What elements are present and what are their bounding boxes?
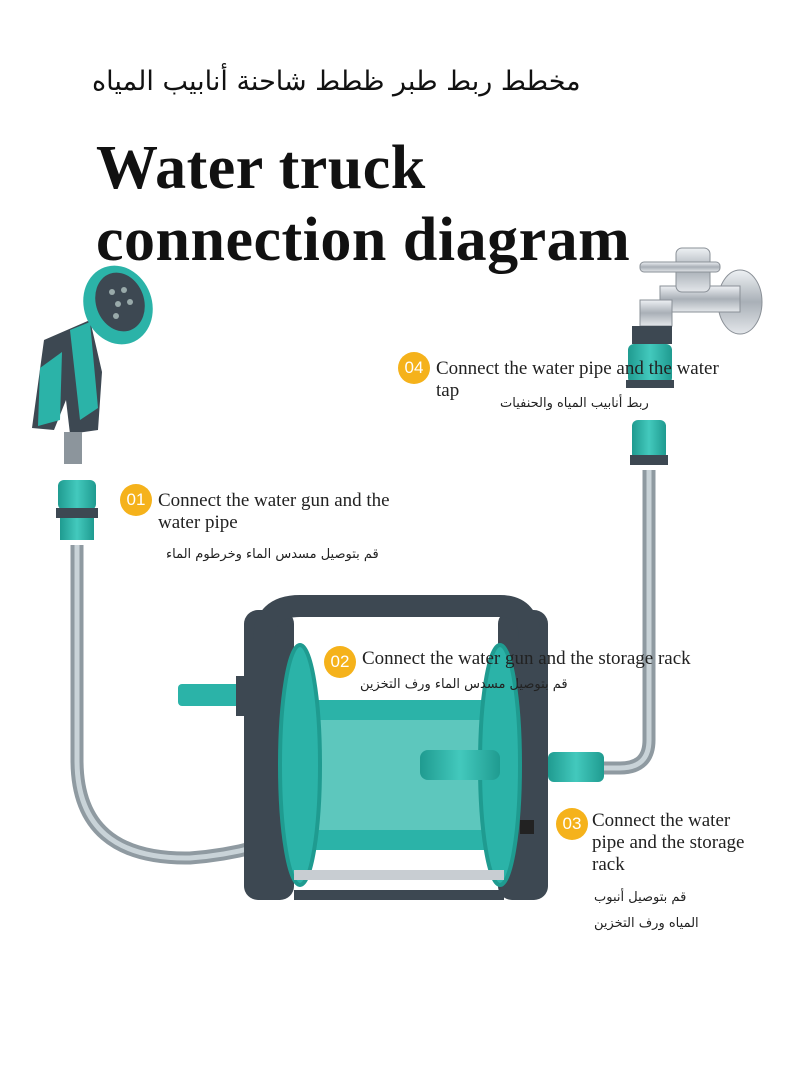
- hose-reel-icon: [178, 595, 604, 900]
- title-line-1: Water truck: [96, 134, 426, 202]
- step-04-line-1: Connect the water pipe and the water: [436, 358, 719, 379]
- step-02-badge: 02: [324, 646, 356, 678]
- step-02-arabic: قم بتوصيل مسدس الماء ورف التخزين: [360, 677, 568, 692]
- step-03-line-1: Connect the water: [592, 810, 731, 831]
- step-04-text: Connect the water pipe and the water tap: [436, 358, 719, 402]
- step-03-arabic-line-2: المياه ورف التخزين: [594, 916, 699, 931]
- step-01-text: Connect the water gun and the water pipe: [158, 490, 390, 534]
- step-04-badge: 04: [398, 352, 430, 384]
- step-04-arabic: ربط أنابيب المياه والحنفيات: [500, 396, 649, 411]
- step-01-badge: 01: [120, 484, 152, 516]
- arabic-title: مخطط ربط طبر ظطط شاحنة أنابيب المياه: [92, 66, 581, 97]
- step-03-line-3: rack: [592, 854, 625, 875]
- step-03-line-2: pipe and the storage: [592, 832, 745, 853]
- step-04-line-2: tap: [436, 380, 460, 401]
- step-03-text: Connect the water pipe and the storage r…: [592, 810, 744, 876]
- tap-connector-icon: [626, 344, 674, 388]
- step-01-line-2: water pipe: [158, 512, 238, 533]
- page-title: Water truck connection diagram: [96, 132, 630, 276]
- faucet-icon: [632, 247, 763, 344]
- title-line-2: connection diagram: [96, 206, 631, 274]
- right-hose: [600, 420, 668, 775]
- spray-gun-icon: [32, 265, 153, 464]
- step-03-arabic-line-1: قم بتوصيل أنبوب: [594, 890, 687, 905]
- step-01-arabic: قم بتوصيل مسدس الماء وخرطوم الماء: [166, 547, 379, 562]
- step-01-line-1: Connect the water gun and the: [158, 490, 390, 511]
- step-02-text: Connect the water gun and the storage ra…: [362, 648, 691, 669]
- step-03-badge: 03: [556, 808, 588, 840]
